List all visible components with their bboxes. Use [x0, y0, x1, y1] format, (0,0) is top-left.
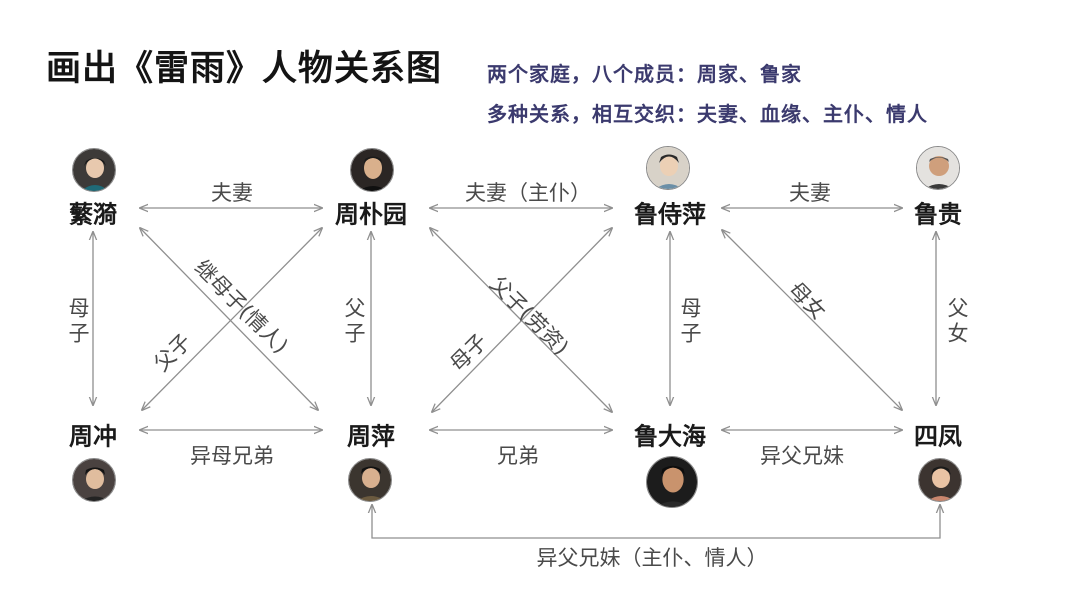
line-fanyi-zhouping: [140, 228, 318, 410]
rel-fanyi-zhouchong: 母子: [66, 297, 90, 347]
avatar-lushiping: [646, 146, 690, 190]
rel-zhoupuyuan-lushiping: 夫妻（主仆）: [465, 181, 591, 205]
name-lushiping: 鲁侍萍: [634, 200, 706, 229]
rel-zhouping-sifeng: 异父兄妹（主仆、情人）: [536, 546, 768, 570]
rel-lugui-sifeng: 父女: [945, 297, 969, 347]
line-zhouping-sifeng: [372, 505, 940, 539]
avatar-zhouping: [348, 458, 392, 502]
rel-lushiping-ludahai: 母子: [678, 297, 702, 347]
line-zhoupuyuan-zhouchong: [142, 228, 322, 410]
rel-fanyi-zhoupuyuan: 夫妻: [211, 181, 253, 205]
name-zhoupuyuan: 周朴园: [335, 200, 407, 229]
subtitle-line-1: 两个家庭，八个成员：周家、鲁家: [487, 62, 802, 86]
name-lugui: 鲁贵: [914, 200, 962, 229]
name-zhouchong: 周冲: [69, 422, 117, 451]
page-title: 画出《雷雨》人物关系图: [46, 49, 443, 89]
avatar-fanyi: [72, 148, 116, 192]
rel-zhouping-ludahai: 兄弟: [497, 444, 539, 468]
name-fanyi: 蘩漪: [69, 200, 117, 229]
avatar-sifeng: [918, 458, 962, 502]
name-zhouping: 周萍: [347, 422, 395, 451]
subtitle-line-2: 多种关系，相互交织：夫妻、血缘、主仆、情人: [487, 102, 928, 126]
rel-zhouchong-zhouping: 异母兄弟: [190, 444, 274, 468]
line-lushiping-sifeng: [722, 230, 902, 410]
rel-zhoupuyuan-zhouping: 父子: [342, 297, 366, 347]
avatar-zhouchong: [72, 458, 116, 502]
avatar-ludahai: [646, 456, 698, 508]
avatar-zhoupuyuan: [350, 148, 394, 192]
name-sifeng: 四凤: [914, 422, 962, 451]
rel-lushiping-lugui: 夫妻: [789, 181, 831, 205]
line-lushiping-zhouping: [432, 228, 612, 412]
avatar-lugui: [916, 146, 960, 190]
rel-ludahai-sifeng: 异父兄妹: [760, 444, 844, 468]
name-ludahai: 鲁大海: [634, 422, 706, 451]
